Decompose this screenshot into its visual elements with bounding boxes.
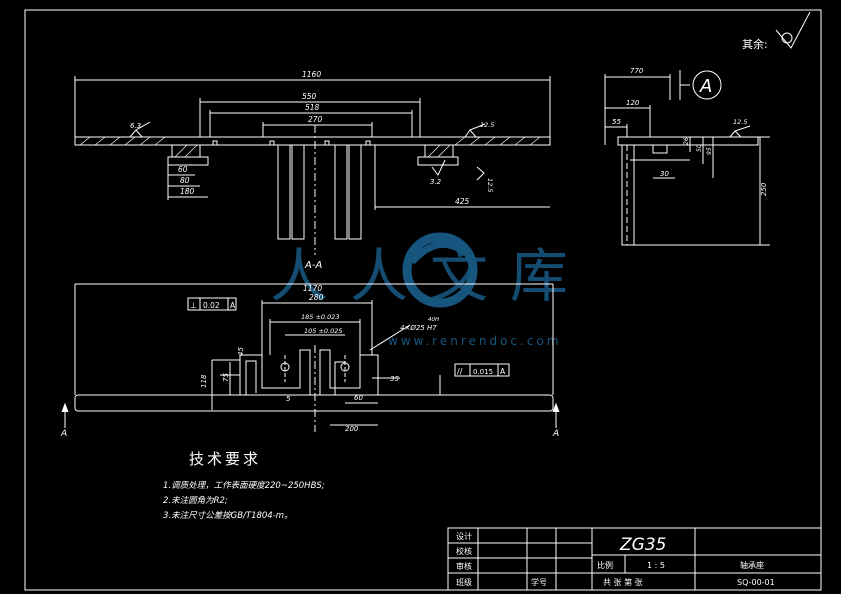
- svg-text:120: 120: [626, 99, 640, 107]
- svg-text:A: A: [699, 76, 712, 97]
- top-view-dims: 1160 550 518 270 60 80 180 425 6.3 12.5 …: [130, 70, 494, 206]
- svg-text:3.2: 3.2: [430, 178, 442, 186]
- svg-text:4×Ø25 H7: 4×Ø25 H7: [400, 324, 437, 332]
- svg-text:60: 60: [354, 394, 363, 402]
- technical-requirements: 技术要求 1.调质处理，工作表面硬度220~250HBS; 2.未注圆角为R2;…: [163, 452, 423, 524]
- svg-text:0.02: 0.02: [203, 301, 220, 310]
- svg-text:425: 425: [455, 197, 470, 206]
- roughness-other-label: 其余:: [742, 37, 768, 51]
- svg-text:1 : 5: 1 : 5: [647, 561, 665, 570]
- svg-text:共 张 第 张: 共 张 第 张: [603, 577, 643, 587]
- section-mark-right: A: [552, 429, 559, 439]
- side-view-dims: 770 120 55 26 50 95 30 250 12.5: [612, 67, 768, 196]
- svg-text:审核: 审核: [456, 561, 472, 571]
- svg-text:60: 60: [178, 165, 188, 174]
- tech-requirements-title: 技术要求: [189, 450, 262, 468]
- title-block-text: 设计 校核 审核 班级 学号 ZG35 比例 1 : 5 共 张 第 张 轴承座…: [456, 531, 775, 587]
- svg-text:50: 50: [696, 144, 703, 152]
- roughness-symbol-icon: [775, 11, 811, 49]
- svg-text:75: 75: [222, 373, 230, 382]
- svg-text:95: 95: [706, 147, 713, 155]
- svg-text:12.5: 12.5: [486, 178, 494, 192]
- svg-text:⊥: ⊥: [190, 301, 197, 310]
- svg-text:185 ±0.023: 185 ±0.023: [301, 313, 340, 321]
- svg-text://: //: [457, 367, 463, 376]
- svg-text:12.5: 12.5: [733, 118, 747, 126]
- svg-text:550: 550: [302, 92, 317, 101]
- svg-text:35: 35: [390, 375, 399, 383]
- svg-text:30: 30: [660, 170, 669, 178]
- svg-text:105 ±0.025: 105 ±0.025: [304, 327, 343, 335]
- svg-text:770: 770: [630, 67, 644, 75]
- datum-a-circle: A: [692, 70, 722, 100]
- tech-requirement-item: 3.未注尺寸公差按GB/T1804-m。: [163, 511, 293, 521]
- svg-text:250: 250: [760, 182, 768, 196]
- svg-text:200: 200: [345, 425, 359, 433]
- svg-text:5: 5: [286, 395, 291, 403]
- svg-text:55: 55: [612, 118, 621, 126]
- side-view: [604, 70, 770, 246]
- svg-text:12.5: 12.5: [480, 121, 494, 129]
- svg-text:1160: 1160: [302, 70, 321, 79]
- drawing-number: SQ-00-01: [737, 578, 775, 587]
- svg-text:80: 80: [180, 176, 190, 185]
- material-label: ZG35: [619, 535, 666, 555]
- svg-text:45: 45: [237, 347, 245, 356]
- tolerance-frame-perpendicular: ⊥ 0.02 A: [187, 297, 237, 311]
- tolerance-frame-parallel: // 0.015 A: [454, 363, 510, 377]
- drawing-border: [24, 9, 822, 591]
- svg-text:180: 180: [180, 187, 195, 196]
- view-label: A-A: [304, 260, 322, 271]
- watermark-url: www.renrendoc.com: [388, 334, 561, 348]
- svg-text:1170: 1170: [303, 284, 322, 293]
- svg-text:118: 118: [200, 374, 208, 388]
- svg-text:280: 280: [309, 293, 324, 302]
- tech-requirement-item: 2.未注圆角为R2;: [163, 496, 228, 506]
- part-name: 轴承座: [740, 560, 764, 570]
- svg-text:0.015: 0.015: [473, 368, 493, 376]
- title-block: [447, 527, 822, 591]
- tech-requirement-item: 1.调质处理，工作表面硬度220~250HBS;: [163, 481, 325, 491]
- watermark: 人人文库 www.renrendoc.com: [270, 232, 590, 348]
- svg-text:A: A: [230, 301, 236, 310]
- svg-text:比例: 比例: [597, 560, 613, 570]
- svg-text:设计: 设计: [456, 531, 472, 541]
- svg-text:26: 26: [683, 137, 690, 145]
- svg-text:学号: 学号: [531, 577, 547, 587]
- svg-text:518: 518: [305, 103, 320, 112]
- svg-text:6.3: 6.3: [130, 122, 141, 130]
- svg-text:A: A: [500, 367, 506, 376]
- section-dims: 1170 280 185 ±0.023 105 ±0.025 4×Ø25 H7 …: [200, 284, 439, 433]
- watermark-brand: 人人文库: [270, 242, 590, 310]
- section-view: [61, 283, 560, 432]
- top-view: [74, 76, 551, 255]
- svg-text:270: 270: [308, 115, 323, 124]
- svg-text:40H: 40H: [428, 317, 439, 323]
- svg-text:校核: 校核: [456, 546, 472, 556]
- section-mark-left: A: [60, 429, 67, 439]
- svg-text:班级: 班级: [456, 577, 472, 587]
